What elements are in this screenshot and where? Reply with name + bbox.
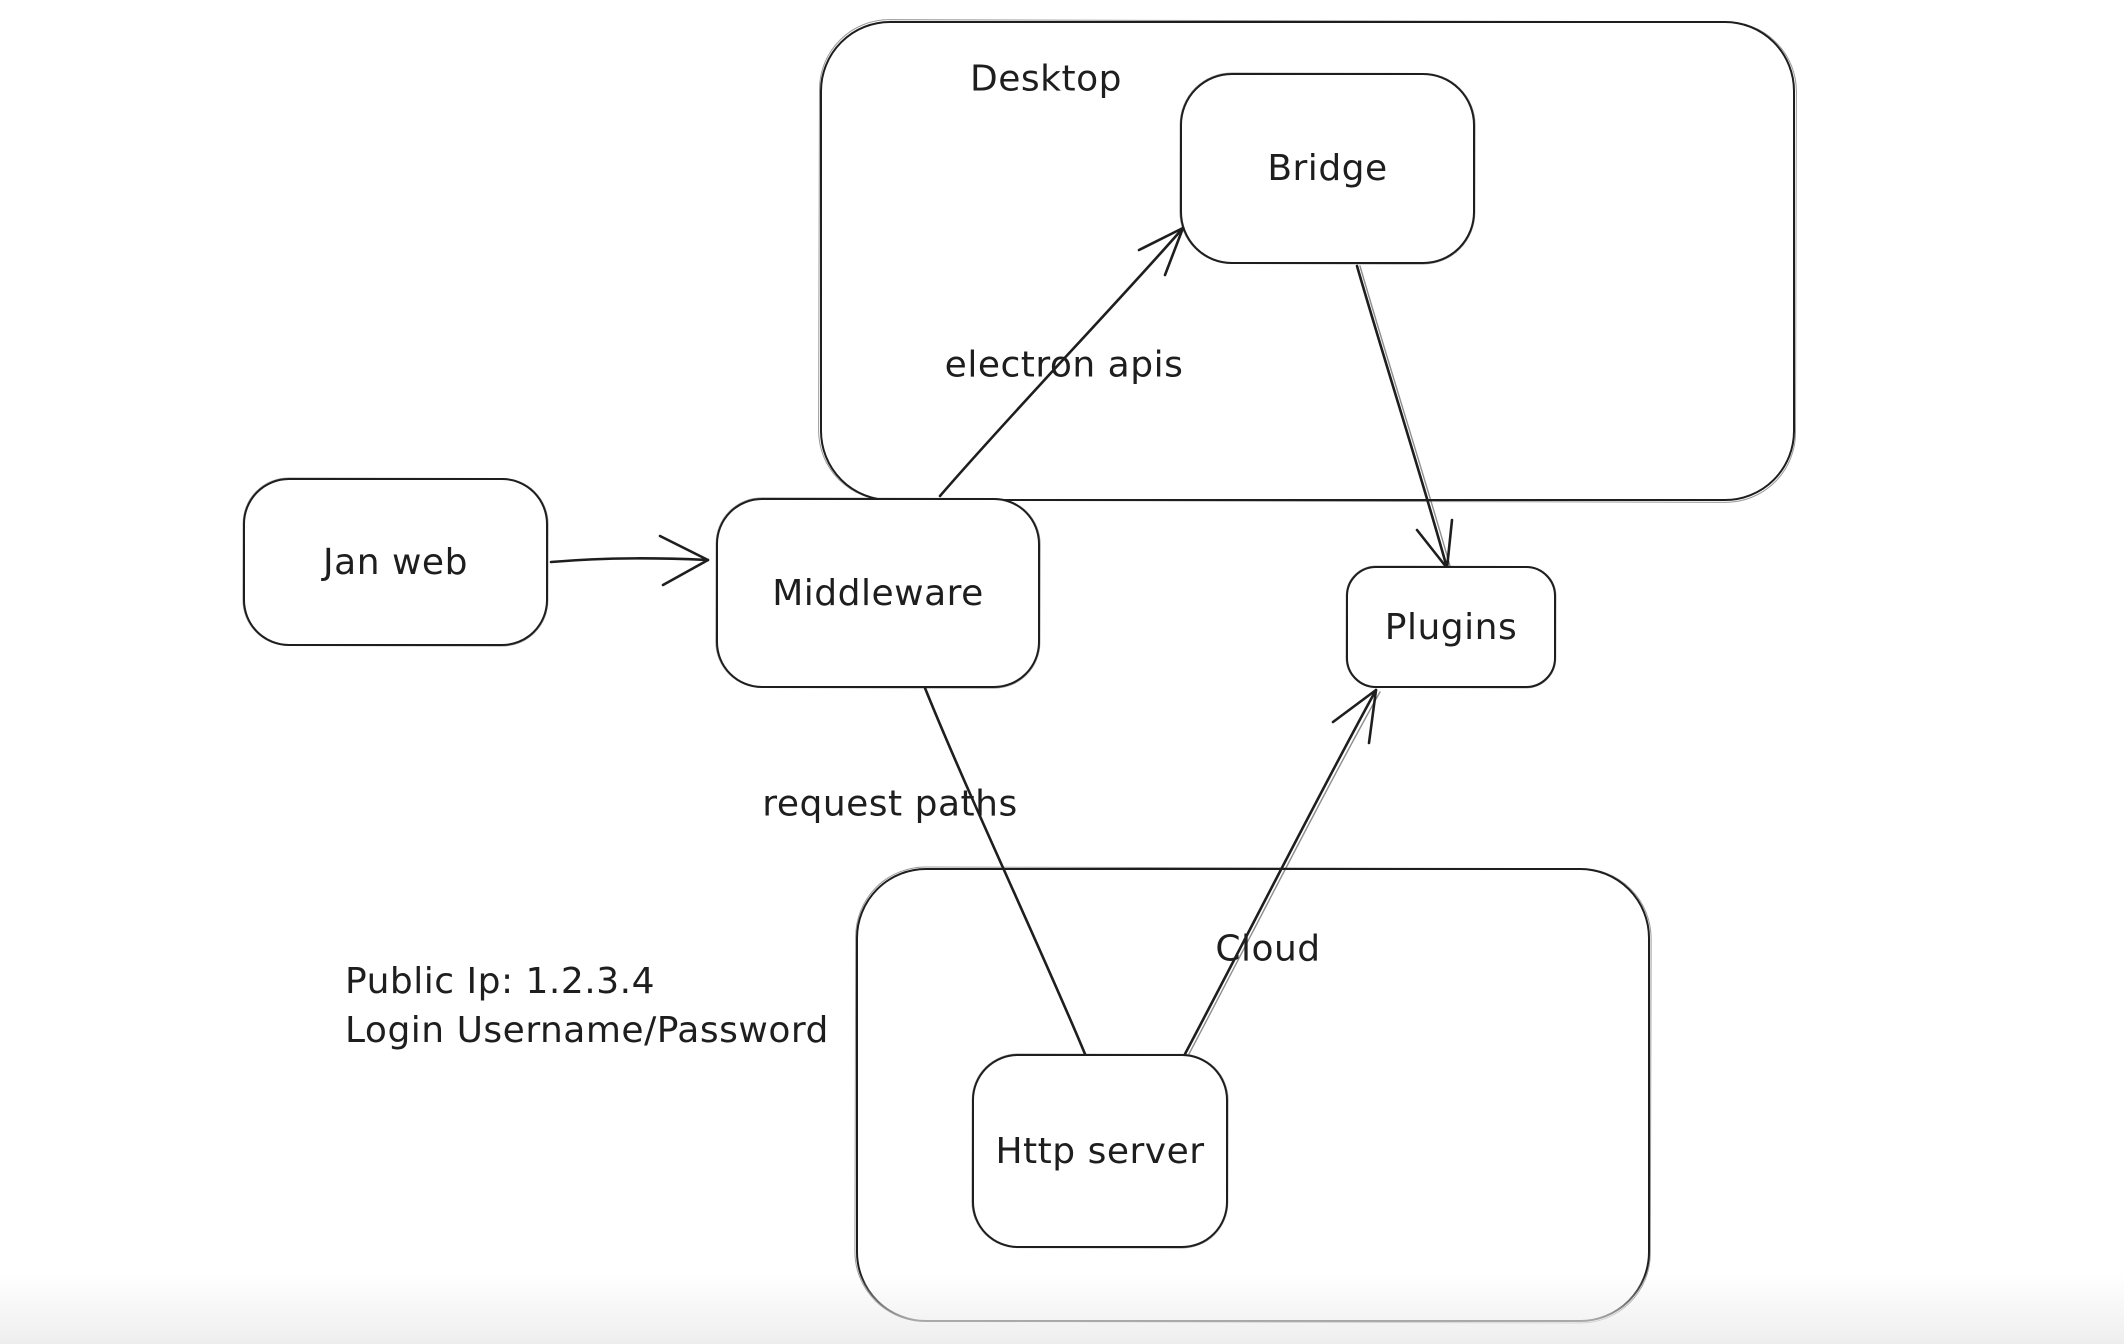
- edge-httpserver-to-plugins-arrowhead: [1331, 688, 1378, 745]
- edge-label-request-paths[interactable]: request paths: [762, 783, 1018, 825]
- annotation-login: Login Username/Password: [345, 1009, 829, 1051]
- container-cloud-title[interactable]: Cloud: [1215, 928, 1321, 970]
- edge-bridge-to-plugins-arrowhead: [1415, 518, 1454, 570]
- container-desktop-title[interactable]: Desktop: [970, 58, 1122, 100]
- edge-httpserver-to-plugins-line-sketch: [1188, 691, 1381, 1055]
- node-http-server-label: Http server: [995, 1130, 1205, 1172]
- edge-httpserver-to-plugins[interactable]: [1183, 688, 1381, 1056]
- edge-label-electron-apis[interactable]: electron apis: [944, 344, 1184, 386]
- edge-bridge-to-plugins-line-sketch: [1359, 265, 1451, 567]
- node-middleware[interactable]: Middleware: [716, 498, 1040, 688]
- node-jan-web-label: Jan web: [323, 541, 468, 583]
- edge-middleware-to-bridge-arrowhead: [1137, 226, 1185, 277]
- annotation-public-ip: Public Ip: 1.2.3.4: [345, 961, 655, 1002]
- edge-bridge-to-plugins-line: [1355, 264, 1449, 570]
- edge-httpserver-to-plugins-line: [1183, 688, 1378, 1056]
- node-jan-web[interactable]: Jan web: [243, 478, 548, 646]
- edge-janweb-to-middleware[interactable]: [549, 534, 710, 587]
- node-bridge[interactable]: Bridge: [1180, 73, 1475, 264]
- edge-janweb-to-middleware-line: [549, 557, 710, 564]
- node-bridge-label: Bridge: [1267, 148, 1388, 189]
- node-plugins-label: Plugins: [1384, 606, 1518, 648]
- node-http-server[interactable]: Http server: [972, 1054, 1228, 1248]
- edge-bridge-to-plugins[interactable]: [1355, 264, 1454, 570]
- node-plugins[interactable]: Plugins: [1346, 566, 1556, 688]
- edge-middleware-to-httpserver[interactable]: [923, 686, 1087, 1056]
- annotation-credentials[interactable]: Public Ip: 1.2.3.4 Login Username/Passwo…: [345, 958, 829, 1056]
- edge-middleware-to-bridge[interactable]: [938, 226, 1185, 498]
- edge-middleware-to-httpserver-line: [923, 686, 1087, 1056]
- node-middleware-label: Middleware: [772, 572, 984, 614]
- edge-middleware-to-bridge-line: [938, 226, 1185, 498]
- edge-janweb-to-middleware-arrowhead: [658, 534, 710, 587]
- container-desktop[interactable]: [820, 21, 1795, 501]
